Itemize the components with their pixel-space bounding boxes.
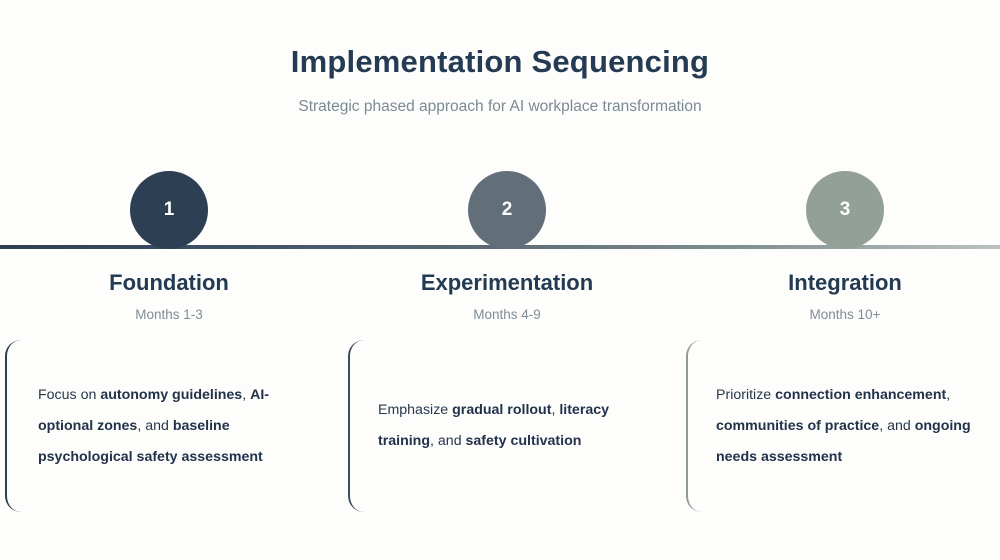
phase-description-text-3: Prioritize connection enhancement, commu… [716,386,971,465]
phase-title-3: Integration [788,270,902,295]
page-title: Implementation Sequencing [290,44,710,79]
phase-duration-1: Months 1-3 [135,307,203,322]
phase-item-foundation: 1 Foundation Months 1-3 Focus on autonom… [0,0,338,560]
phase-title-2: Experimentation [420,270,594,295]
phase-item-integration: 3 Integration Months 10+ Prioritize conn… [676,0,1000,560]
phase-number-badge-1: 1 [130,171,208,249]
phase-description-text-2: Emphasize gradual rollout, literacy trai… [378,402,610,449]
phase-description-text-1: Focus on autonomy guidelines, AI-optiona… [38,386,270,465]
phase-title-1: Foundation [109,270,229,295]
phase-number-badge-2: 2 [468,171,546,249]
phase-number-badge-3: 3 [806,171,884,249]
phase-description-card-3: Prioritize connection enhancement, commu… [686,340,991,512]
phase-description-card-2: Emphasize gradual rollout, literacy trai… [348,340,648,512]
phase-item-experimentation: 2 Experimentation Months 4-9 Emphasize g… [338,0,676,560]
phase-duration-2: Months 4-9 [473,307,541,322]
page-subtitle: Strategic phased approach for AI workpla… [298,98,702,115]
header: Implementation Sequencing Strategic phas… [0,0,1000,116]
phase-duration-3: Months 10+ [809,307,881,322]
phase-description-card-1: Focus on autonomy guidelines, AI-optiona… [5,340,305,512]
